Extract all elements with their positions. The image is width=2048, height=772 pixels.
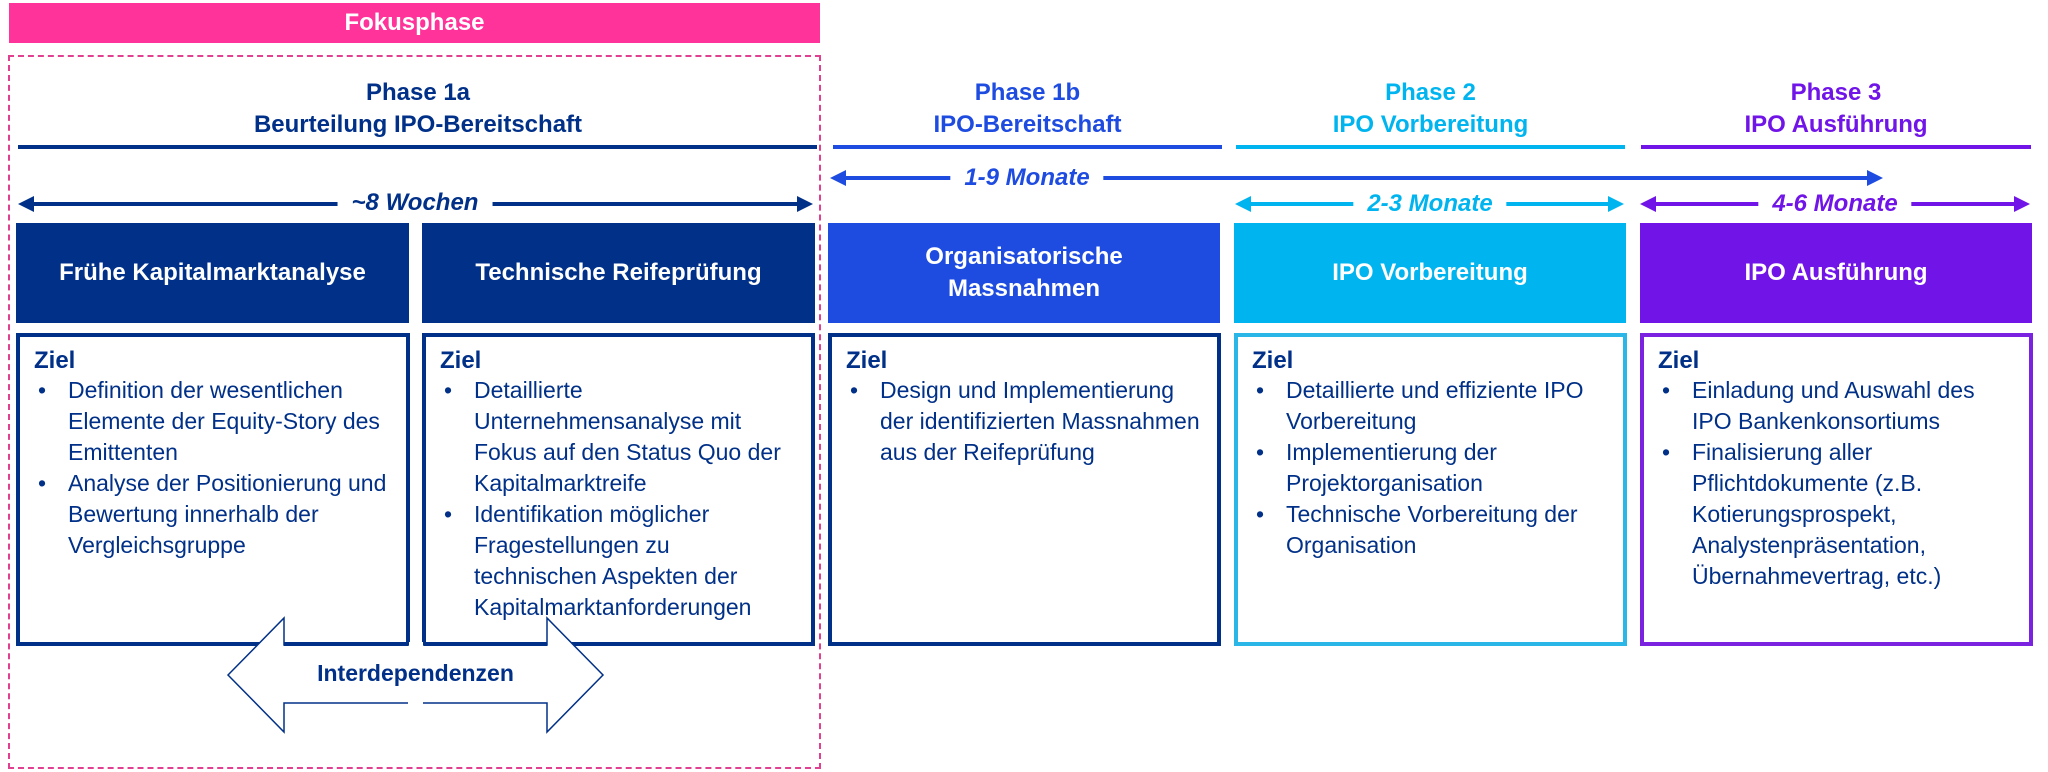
phase-1a-name: Beurteilung IPO-Bereitschaft [253,111,583,138]
phase-1b-title: Phase 1b IPO-Bereitschaft [833,77,1222,141]
goal-item: Analyse der Positionierung und Bewertung… [34,468,392,561]
focus-phase-frame [8,55,821,769]
goal-list: Design und Implementierung der identifiz… [846,375,1203,468]
column-header-technische-reifepruefung: Technische Reifeprüfung [422,223,815,323]
phase-1a-rule [18,145,817,149]
goal-list: Detaillierte Unternehmensanalyse mit Fok… [440,375,797,623]
column-body-fruehe-kapitalmarktanalyse: Ziel Definition der wesentlichen Element… [16,333,410,646]
phase-3-rule [1641,145,2031,149]
goal-item: Detaillierte und effiziente IPO Vorberei… [1252,375,1609,437]
column-header-ipo-ausfuehrung: IPO Ausführung [1640,223,2032,323]
interdependency-label: Interdependenzen [317,660,514,686]
phase-2-rule [1236,145,1625,149]
goal-item: Identifikation möglicher Fragestellungen… [440,499,797,623]
shaft-gap [408,700,423,706]
phase-3-title: Phase 3 IPO Ausführung [1641,77,2031,141]
goal-item: Finalisierung aller Pflichtdokumente (z.… [1658,437,2015,592]
box-gap [409,642,423,648]
phase-1a-number: Phase 1a [365,79,471,106]
goal-item: Detaillierte Unternehmensanalyse mit Fok… [440,375,797,499]
column-header-fruehe-kapitalmarktanalyse: Frühe Kapitalmarktanalyse [16,223,409,323]
column-header-label: IPO Ausführung [1744,259,1928,286]
phase-2-title: Phase 2 IPO Vorbereitung [1236,77,1625,141]
column-header-label: Technische Reifeprüfung [475,259,762,286]
duration-label-8-wochen: ~8 Wochen [337,189,493,217]
goal-item: Implementierung der Projektorganisation [1252,437,1609,499]
phase-2-name: IPO Vorbereitung [1332,111,1529,138]
phase-2-number: Phase 2 [1385,79,1476,106]
phase-1b-name: IPO-Bereitschaft [933,111,1122,138]
column-header-ipo-vorbereitung: IPO Vorbereitung [1234,223,1626,323]
column-body-ipo-vorbereitung: Ziel Detaillierte und effiziente IPO Vor… [1234,333,1627,646]
column-header-label: Frühe Kapitalmarktanalyse [59,259,366,286]
column-body-organisatorische-massnahmen: Ziel Design und Implementierung der iden… [828,333,1221,646]
goal-heading: Ziel [846,347,888,374]
goal-list: Einladung und Auswahl des IPO Bankenkons… [1658,375,2015,592]
phase-1a-title: Phase 1a Beurteilung IPO-Bereitschaft [18,77,818,141]
goal-list: Detaillierte und effiziente IPO Vorberei… [1252,375,1609,561]
column-header-organisatorische-massnahmen: Organisatorische Massnahmen [828,223,1220,323]
phase-1b-rule [833,145,1222,149]
goal-heading: Ziel [1658,347,1700,374]
goal-heading: Ziel [34,347,76,374]
phase-3-number: Phase 3 [1790,79,1882,106]
column-body-ipo-ausfuehrung: Ziel Einladung und Auswahl des IPO Banke… [1640,333,2033,646]
duration-label-1-9-monate: 1-9 Monate [950,164,1104,192]
focus-phase-label: Fokusphase [344,9,485,36]
column-body-technische-reifepruefung: Ziel Detaillierte Unternehmensanalyse mi… [422,333,815,646]
goal-heading: Ziel [440,347,482,374]
phase-1b-number: Phase 1b [974,79,1081,106]
goal-item: Design und Implementierung der identifiz… [846,375,1203,468]
goal-item: Einladung und Auswahl des IPO Bankenkons… [1658,375,2015,437]
column-header-label: IPO Vorbereitung [1332,259,1528,286]
column-header-label: Organisatorische Massnahmen [925,243,1123,302]
duration-label-4-6-monate: 4-6 Monate [1758,190,1912,218]
goal-item: Definition der wesentlichen Elemente der… [34,375,392,468]
phase-3-name: IPO Ausführung [1744,111,1928,138]
interdependency-arrow-shape [226,616,605,734]
goal-list: Definition der wesentlichen Elemente der… [34,375,392,561]
goal-item: Technische Vorbereitung der Organisation [1252,499,1609,561]
focus-phase-banner: Fokusphase [9,3,820,43]
goal-heading: Ziel [1252,347,1294,374]
duration-label-2-3-monate: 2-3 Monate [1353,190,1507,218]
